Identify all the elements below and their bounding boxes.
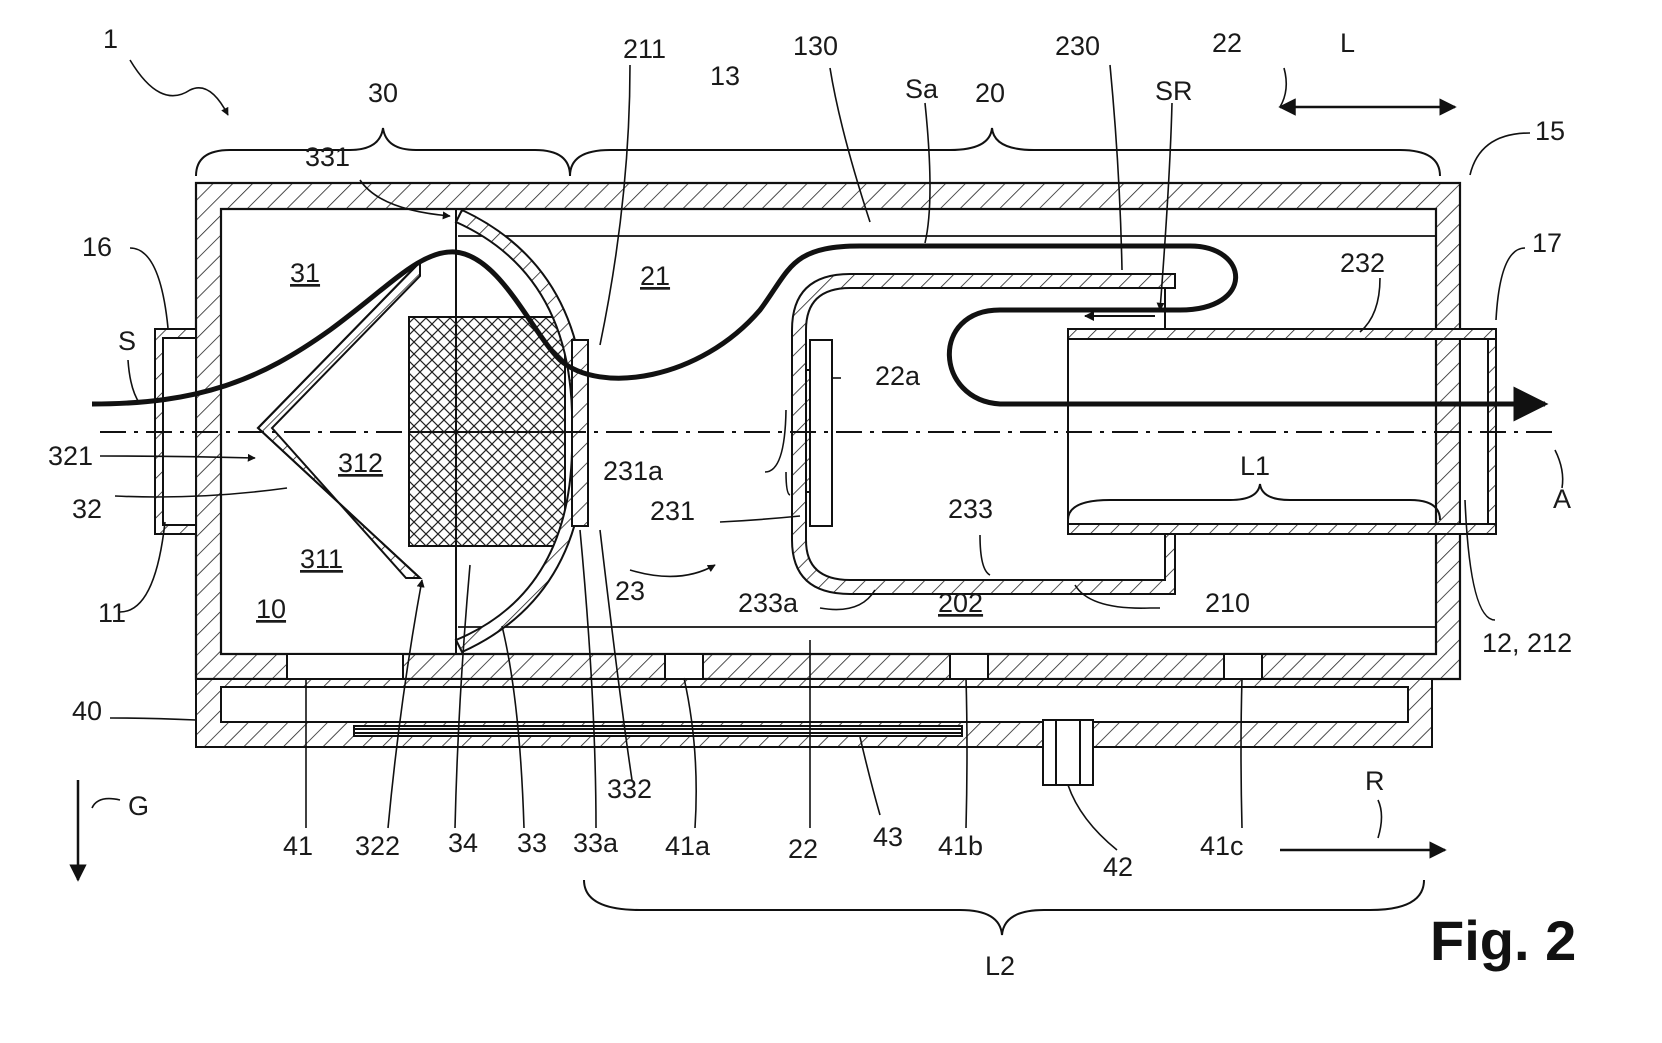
label-G: G	[128, 791, 149, 821]
label-L: L	[1340, 28, 1355, 58]
label-22-bottom: 22	[788, 834, 818, 864]
label-231: 231	[650, 496, 695, 526]
label-33: 33	[517, 828, 547, 858]
label-L1: L1	[1240, 451, 1270, 481]
label-11: 11	[98, 598, 126, 628]
figure-caption: Fig. 2	[1430, 909, 1576, 972]
label-13: 13	[710, 61, 740, 91]
label-311: 311	[300, 544, 343, 574]
label-331: 331	[305, 142, 350, 172]
label-42: 42	[1103, 852, 1133, 882]
label-22a: 22a	[875, 361, 921, 391]
label-SR: SR	[1155, 76, 1193, 106]
label-40: 40	[72, 696, 102, 726]
label-22-top: 22	[1212, 28, 1242, 58]
label-17: 17	[1532, 228, 1562, 258]
label-41c: 41c	[1200, 831, 1244, 861]
label-41: 41	[283, 831, 313, 861]
label-16: 16	[82, 232, 112, 262]
label-23: 23	[615, 576, 645, 606]
cone-32	[258, 262, 420, 578]
label-21: 21	[640, 261, 670, 291]
label-321: 321	[48, 441, 93, 471]
label-Sa: Sa	[905, 74, 939, 104]
label-130: 130	[793, 31, 838, 61]
label-S: S	[118, 326, 136, 356]
label-41b: 41b	[938, 831, 983, 861]
label-32: 32	[72, 494, 102, 524]
label-41a: 41a	[665, 831, 711, 861]
label-232: 232	[1340, 248, 1385, 278]
label-211: 211	[623, 34, 666, 64]
label-15: 15	[1535, 116, 1565, 146]
label-233a: 233a	[738, 588, 799, 618]
label-43: 43	[873, 822, 903, 852]
label-R: R	[1365, 766, 1385, 796]
label-20: 20	[975, 78, 1005, 108]
channel-233	[792, 274, 1175, 594]
label-210: 210	[1205, 588, 1250, 618]
label-30: 30	[368, 78, 398, 108]
label-202: 202	[938, 588, 983, 618]
label-1: 1	[103, 24, 118, 54]
label-A: A	[1553, 484, 1571, 514]
label-322: 322	[355, 831, 400, 861]
label-31: 31	[290, 258, 320, 288]
label-33a: 33a	[573, 828, 619, 858]
label-10: 10	[256, 594, 286, 624]
label-34: 34	[448, 828, 478, 858]
label-L2: L2	[985, 951, 1015, 981]
label-312: 312	[338, 448, 383, 478]
label-233: 233	[948, 494, 993, 524]
label-332: 332	[607, 774, 652, 804]
label-231a: 231a	[603, 456, 664, 486]
label-12-212: 12, 212	[1482, 628, 1572, 658]
label-230: 230	[1055, 31, 1100, 61]
